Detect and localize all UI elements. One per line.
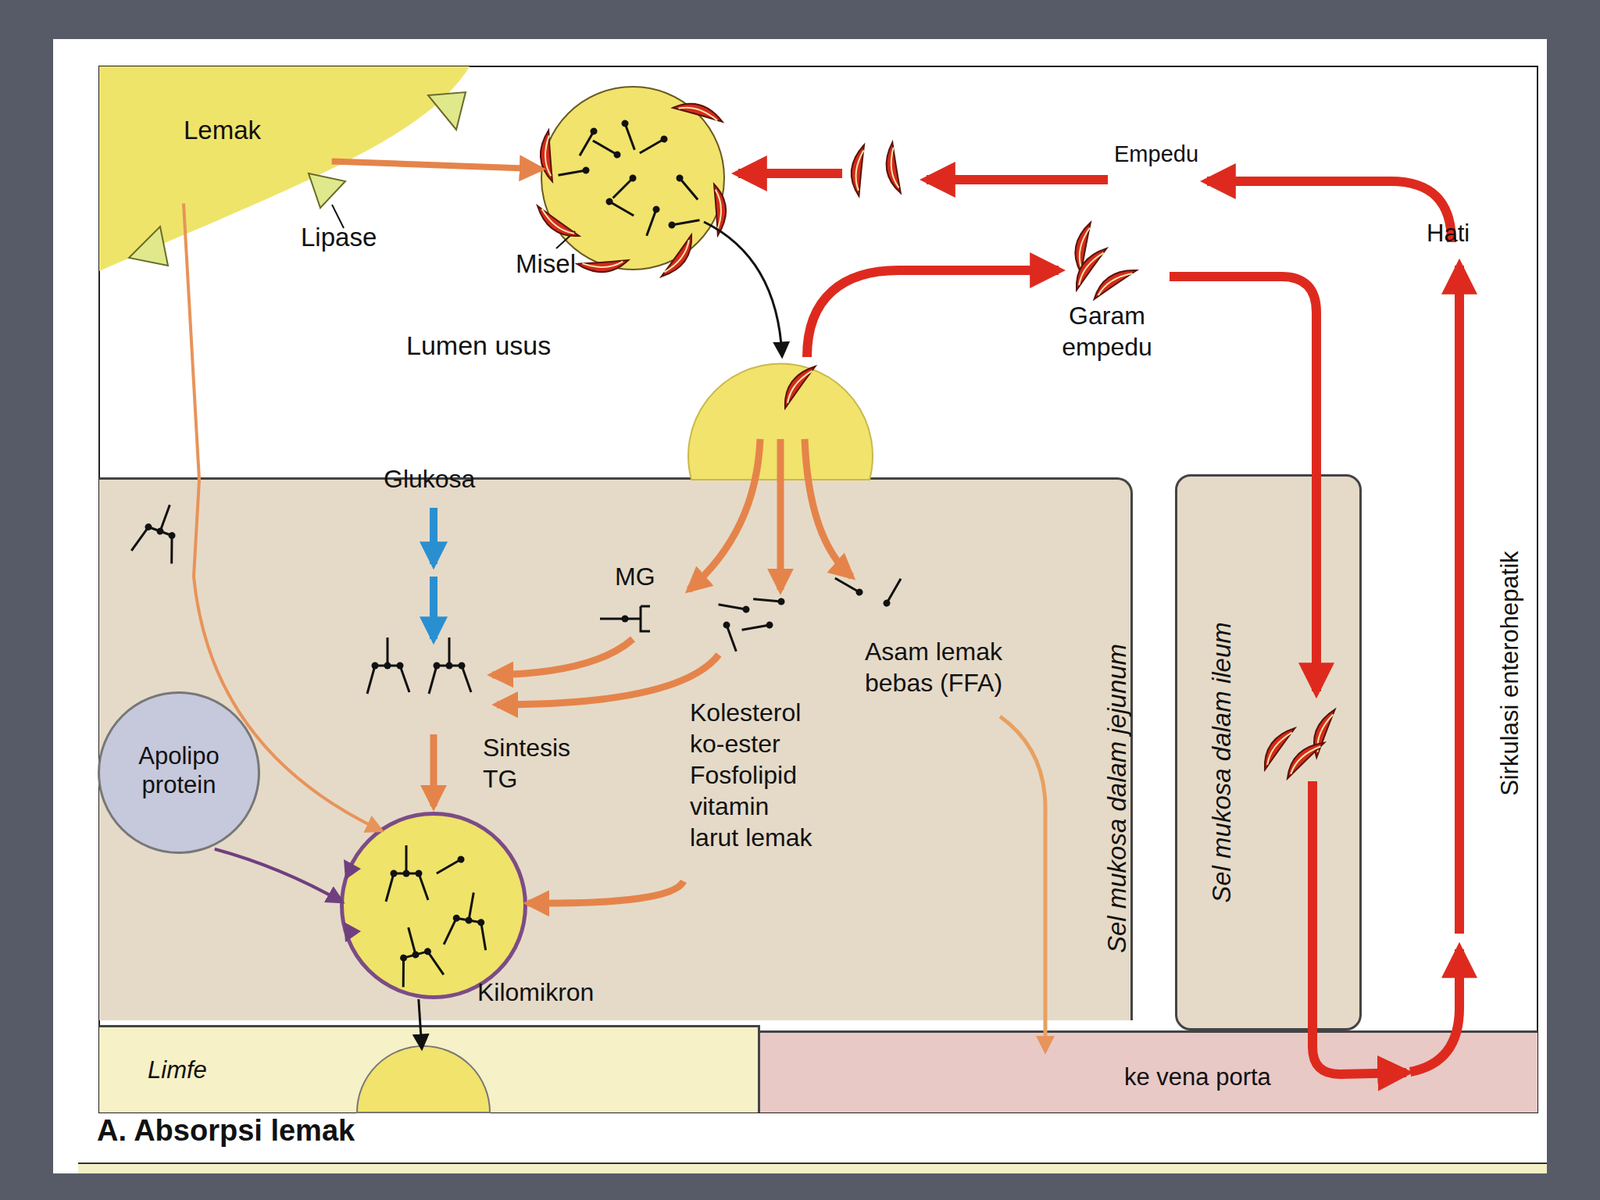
- bile-salt-label: Garam empedu: [1044, 300, 1170, 363]
- absorbed-droplet: [688, 364, 873, 480]
- substance-label: Asam lemak bebas (FFA): [864, 635, 1022, 699]
- substance-label: MG: [614, 561, 656, 593]
- cell-label: Sel mukosa dalam ileum: [1206, 621, 1238, 904]
- organ-label: Hati: [1426, 218, 1470, 249]
- figure-title: A. Absorpsi lemak: [96, 1112, 355, 1149]
- bile-arrow: [1454, 265, 1465, 934]
- process-label: Sintesis TG: [482, 732, 585, 795]
- bile-salt: [839, 144, 883, 197]
- band-label: ke vena porta: [1124, 1062, 1272, 1093]
- micelle-circle: Misel: [540, 85, 725, 271]
- bile-label: Empedu: [1114, 140, 1199, 168]
- enzyme-label: Lipase: [300, 221, 377, 254]
- substance-list: Kolesterol ko-ester Fosfolipid vitamin l…: [689, 696, 819, 854]
- apoprotein-line: [214, 849, 343, 902]
- jejunum-cell: Sel mukosa dalam jejunumApolipo proteinK…: [99, 477, 1133, 1021]
- direct-uptake-line: [183, 203, 382, 832]
- apolipoprotein-circle-shape: [99, 692, 260, 854]
- chylomicron-circle-outline: [339, 811, 528, 1000]
- micelle-circle-shape: [541, 86, 725, 270]
- bile-arrow: [926, 175, 1108, 185]
- fat-blob-outline: [99, 66, 475, 278]
- bile-salt: [1090, 268, 1141, 300]
- bile-salt: [1062, 221, 1108, 274]
- band-label: Limfe: [147, 1055, 208, 1086]
- bile-salt: [878, 142, 913, 193]
- lymph-arrow: [418, 999, 422, 1048]
- bile-arrow: [738, 168, 843, 179]
- region-label: Lumen usus: [406, 329, 551, 362]
- bottom-rule: [78, 1162, 1547, 1165]
- lipase-arrow: [332, 161, 541, 170]
- ileum-cell: Sel mukosa dalam ileum: [1175, 474, 1362, 1031]
- node-label: Misel: [515, 248, 576, 280]
- lymph-band: Limfe: [99, 1025, 761, 1113]
- lipase-enzyme: [308, 173, 346, 208]
- portal-vein-band: ke vena porta: [760, 1030, 1538, 1113]
- substance-label: Glukosa: [383, 464, 475, 495]
- bottom-strip: [78, 1164, 1547, 1174]
- node-label: Kilomikron: [477, 977, 594, 1008]
- fat-blob-shape: [99, 66, 470, 272]
- apolipoprotein-circle: Apolipo protein: [97, 691, 261, 854]
- chylomicron-circle-shape: [342, 814, 526, 998]
- chylomicron-circle: Kilomikron: [339, 811, 528, 1000]
- fat-blob: Lemak: [99, 66, 475, 278]
- bile-arrow: [1207, 181, 1452, 243]
- figure-frame: [99, 66, 1538, 1113]
- node-label: Lemak: [183, 114, 261, 147]
- bile-salt: [1065, 246, 1118, 290]
- uptake-arrow: [703, 221, 783, 356]
- bile-arrow: [807, 270, 1059, 358]
- node-label: Apolipo protein: [120, 741, 238, 800]
- white-panel: [53, 39, 1547, 1174]
- micelle-circle-outline: [540, 85, 725, 271]
- circulation-label: Sirkulasi enterohepatik: [1495, 550, 1525, 797]
- bile-salt: [774, 364, 826, 408]
- cell-label: Sel mukosa dalam jejunum: [1101, 643, 1133, 954]
